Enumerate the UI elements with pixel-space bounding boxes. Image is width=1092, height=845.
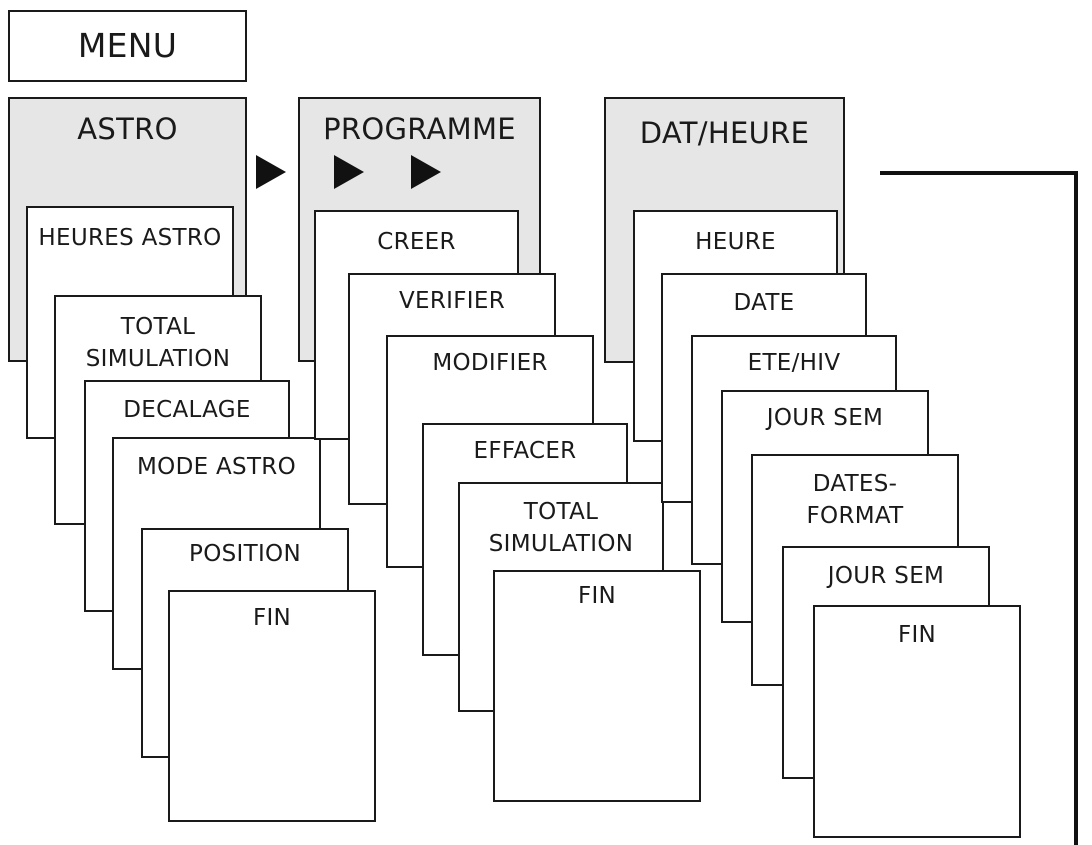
- astro-item-label: MODE ASTRO: [137, 454, 296, 480]
- dat-heure-item-label: HEURE: [695, 229, 776, 255]
- bracket-line-vertical: [1074, 171, 1078, 845]
- dat-heure-category-label: DAT/HEURE: [639, 116, 810, 150]
- dat-heure-item-label: ETE/HIV: [747, 350, 841, 376]
- programme-item-label: FIN: [577, 583, 617, 609]
- dat-heure-item-label: JOUR SEM: [827, 563, 945, 589]
- menu-box[interactable]: MENU: [8, 10, 247, 82]
- bracket-line-horizontal: [880, 171, 1078, 175]
- dat-heure-item-label: JOUR SEM: [766, 405, 884, 431]
- astro-item-fin[interactable]: FIN: [168, 590, 376, 822]
- programme-item-label: MODIFIER: [432, 350, 548, 376]
- astro-item-label: DECALAGE: [123, 397, 251, 423]
- arrow-right-icon: [411, 155, 441, 189]
- astro-item-label: POSITION: [189, 541, 301, 567]
- arrow-right-icon: [334, 155, 364, 189]
- programme-item-label: CREER: [377, 229, 456, 255]
- programme-item-label: TOTAL SIMULATION: [488, 499, 634, 557]
- astro-item-label: HEURES ASTRO: [38, 225, 222, 251]
- dat-heure-item-label: DATES- FORMAT: [806, 471, 904, 529]
- programme-item-fin[interactable]: FIN: [493, 570, 701, 802]
- menu-label: MENU: [77, 26, 178, 65]
- astro-item-label: FIN: [252, 605, 292, 631]
- arrow-right-icon: [256, 155, 286, 189]
- programme-category-label: PROGRAMME: [323, 112, 516, 146]
- astro-category-label: ASTRO: [77, 112, 178, 146]
- astro-item-label: TOTAL SIMULATION: [85, 314, 231, 372]
- dat-heure-item-label: FIN: [897, 622, 937, 648]
- dat-heure-item-label: DATE: [733, 290, 795, 316]
- programme-item-label: VERIFIER: [399, 288, 505, 314]
- dat-heure-item-fin[interactable]: FIN: [813, 605, 1021, 838]
- programme-item-label: EFFACER: [473, 438, 577, 464]
